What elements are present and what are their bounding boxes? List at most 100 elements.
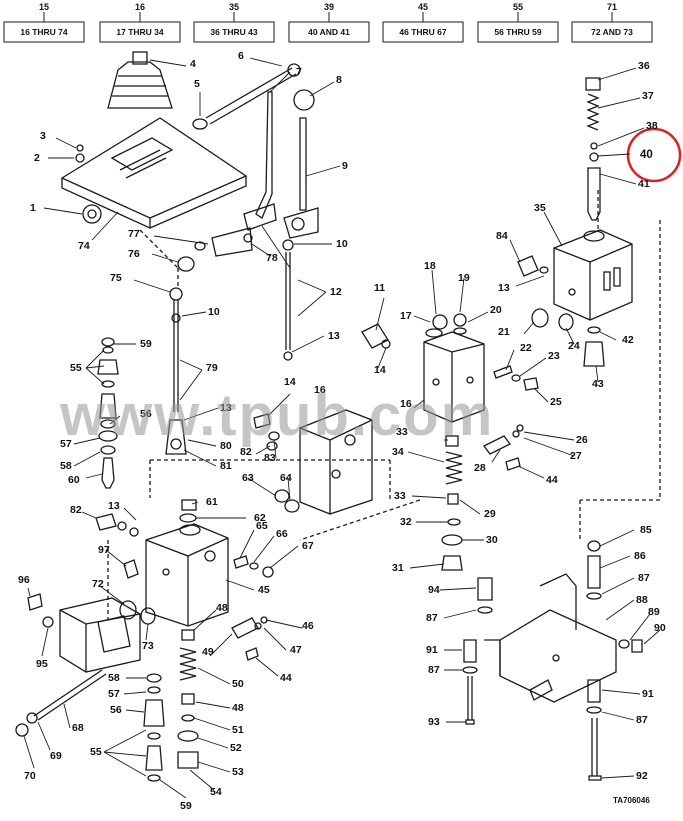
callout-label: 59 <box>140 338 152 350</box>
callout-label: 61 <box>206 496 218 508</box>
callout-label: 12 <box>330 286 342 298</box>
watermark: www.tpub.com <box>60 383 495 448</box>
callout-label: 48 <box>216 602 228 614</box>
callout-label: 33 <box>394 490 406 502</box>
header-range: 16 THRU 74 <box>20 27 68 37</box>
header-range: 40 AND 41 <box>308 27 350 37</box>
callout-label: 64 <box>280 472 292 484</box>
callout-label: 93 <box>428 716 440 728</box>
callout-label: 54 <box>210 786 222 798</box>
callout-label: 25 <box>550 396 562 408</box>
callout-label: 55 <box>90 746 102 758</box>
callout-label: 53 <box>232 766 244 778</box>
callout-label: 66 <box>276 528 288 540</box>
parts-linework <box>15 51 682 782</box>
callout-label: 22 <box>520 342 532 354</box>
header-range: 36 THRU 43 <box>210 27 258 37</box>
header-range: 17 THRU 34 <box>116 27 164 37</box>
callout-label: 42 <box>622 334 634 346</box>
callout-label: 36 <box>638 60 650 72</box>
callout-label: 91 <box>642 688 654 700</box>
callout-label: 60 <box>68 474 80 486</box>
callout-label: 84 <box>496 230 508 242</box>
callout-label: 70 <box>24 770 36 782</box>
callout-label: 7 <box>296 66 302 78</box>
callout-label: 65 <box>256 520 268 532</box>
callout-label: 69 <box>50 750 62 762</box>
callout-label: 87 <box>636 714 648 726</box>
leader-lines <box>23 57 661 799</box>
header-number: 55 <box>512 2 523 12</box>
callout-label: 73 <box>142 640 154 652</box>
callout-label: 96 <box>18 574 30 586</box>
header-range: 46 THRU 67 <box>399 27 447 37</box>
callout-label: 13 <box>108 500 120 512</box>
callout-label: 19 <box>458 272 470 284</box>
callout-label: 11 <box>374 282 386 294</box>
callout-label: 20 <box>490 304 502 316</box>
callout-label: 23 <box>548 350 560 362</box>
callout-label: 14 <box>284 376 296 388</box>
callout-label: 34 <box>392 446 404 458</box>
callout-label: 48 <box>232 702 244 714</box>
callout-label: 37 <box>642 90 654 102</box>
callout-label: 86 <box>634 550 646 562</box>
callout-label: 28 <box>474 462 486 474</box>
callout-label: 85 <box>640 524 652 536</box>
callout-label: 3 <box>40 130 46 142</box>
callout-label: 26 <box>576 434 588 446</box>
callout-label: 59 <box>180 800 192 812</box>
header-number: 16 <box>134 2 145 12</box>
callout-label: 78 <box>266 252 278 264</box>
callout-label: 13 <box>498 282 510 294</box>
header-number: 39 <box>323 2 334 12</box>
callout-label: 97 <box>98 544 110 556</box>
highlight-circle <box>626 127 682 183</box>
callout-label: 77 <box>128 228 140 240</box>
callout-label: 88 <box>636 594 648 606</box>
callout-label: 21 <box>498 326 510 338</box>
callout-label: 82 <box>240 446 252 458</box>
header-number: 35 <box>228 2 239 12</box>
callout-label: 63 <box>242 472 254 484</box>
callout-label: 55 <box>70 362 82 374</box>
callout-label: 62 <box>254 512 266 524</box>
callout-label: 80 <box>220 440 232 452</box>
callout-label: 51 <box>232 724 244 736</box>
callout-label: 87 <box>426 612 438 624</box>
callout-label: 95 <box>36 658 48 670</box>
callout-label: 87 <box>428 664 440 676</box>
callout-label: 9 <box>342 160 348 172</box>
callout-label: 18 <box>424 260 436 272</box>
callout-label: 27 <box>570 450 582 462</box>
callout-label: 47 <box>290 644 302 656</box>
header-boxes <box>3 12 653 43</box>
callout-label: 5 <box>194 78 200 90</box>
callout-label: 46 <box>302 620 314 632</box>
callout-label: 1 <box>30 202 36 214</box>
callout-label: 6 <box>238 50 244 62</box>
callout-label: 89 <box>648 606 660 618</box>
callout-label: 8 <box>336 74 342 86</box>
header-range: 72 AND 73 <box>591 27 633 37</box>
figure-id: TA706046 <box>613 796 650 805</box>
callout-label: 72 <box>92 578 104 590</box>
callout-label: 90 <box>654 622 666 634</box>
callout-label: 87 <box>638 572 650 584</box>
callout-label: 94 <box>428 584 440 596</box>
callout-label: 76 <box>128 248 140 260</box>
callout-label: 17 <box>400 310 412 322</box>
callout-label: 29 <box>484 508 496 520</box>
callout-label: 2 <box>34 152 40 164</box>
callout-label: 83 <box>264 452 276 464</box>
callout-label: 57 <box>108 688 120 700</box>
callout-label: 30 <box>486 534 498 546</box>
callout-label: 38 <box>646 120 658 132</box>
callout-label: 4 <box>190 58 196 70</box>
callout-label-highlighted: 40 <box>640 149 653 161</box>
callout-label: 75 <box>110 272 122 284</box>
callout-label: 49 <box>202 646 214 658</box>
callout-label: 57 <box>60 438 72 450</box>
